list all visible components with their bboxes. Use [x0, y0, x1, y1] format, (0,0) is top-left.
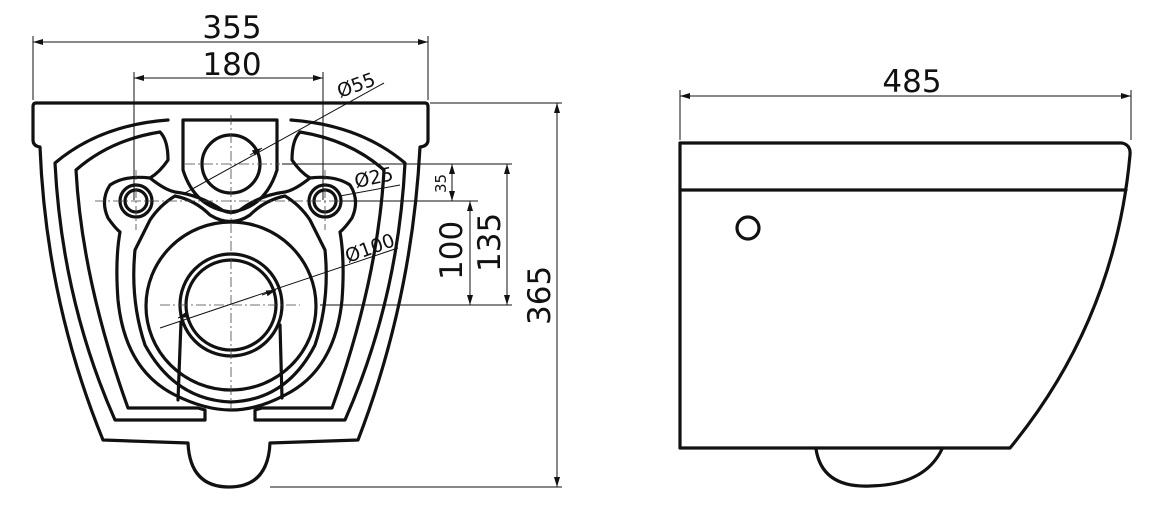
- leader-25: [339, 184, 401, 197]
- dim-180: 180: [202, 47, 261, 83]
- front-inner-rim-left: [53, 118, 207, 422]
- dim-diameter-100: Ø100: [342, 230, 398, 268]
- leader-55: [184, 82, 385, 194]
- side-inlet-hole: [735, 215, 761, 241]
- front-outer-outline: [31, 101, 430, 489]
- dim-diameter-25: Ø25: [352, 163, 395, 193]
- side-view: 485: [678, 64, 1132, 488]
- front-inner-rim-right: [253, 118, 407, 422]
- side-bottom-bulge: [814, 447, 944, 488]
- front-view: 355 180 Ø55 Ø25 Ø100 35 100 135 365: [31, 10, 562, 489]
- leader-100: [159, 247, 399, 329]
- dim-355: 355: [202, 10, 261, 46]
- outlet-pipe: [176, 320, 284, 402]
- mount-boss-outline: [102, 175, 358, 412]
- dim-100: 100: [434, 221, 470, 280]
- dim-485: 485: [882, 64, 941, 100]
- dim-35: 35: [432, 174, 450, 193]
- centerline: [95, 115, 355, 410]
- dim-135: 135: [472, 213, 508, 272]
- dim-diameter-55: Ø55: [334, 69, 378, 103]
- dim-365: 365: [522, 266, 558, 325]
- bowl-inner-outline: [132, 194, 328, 404]
- side-outline: [678, 141, 1132, 450]
